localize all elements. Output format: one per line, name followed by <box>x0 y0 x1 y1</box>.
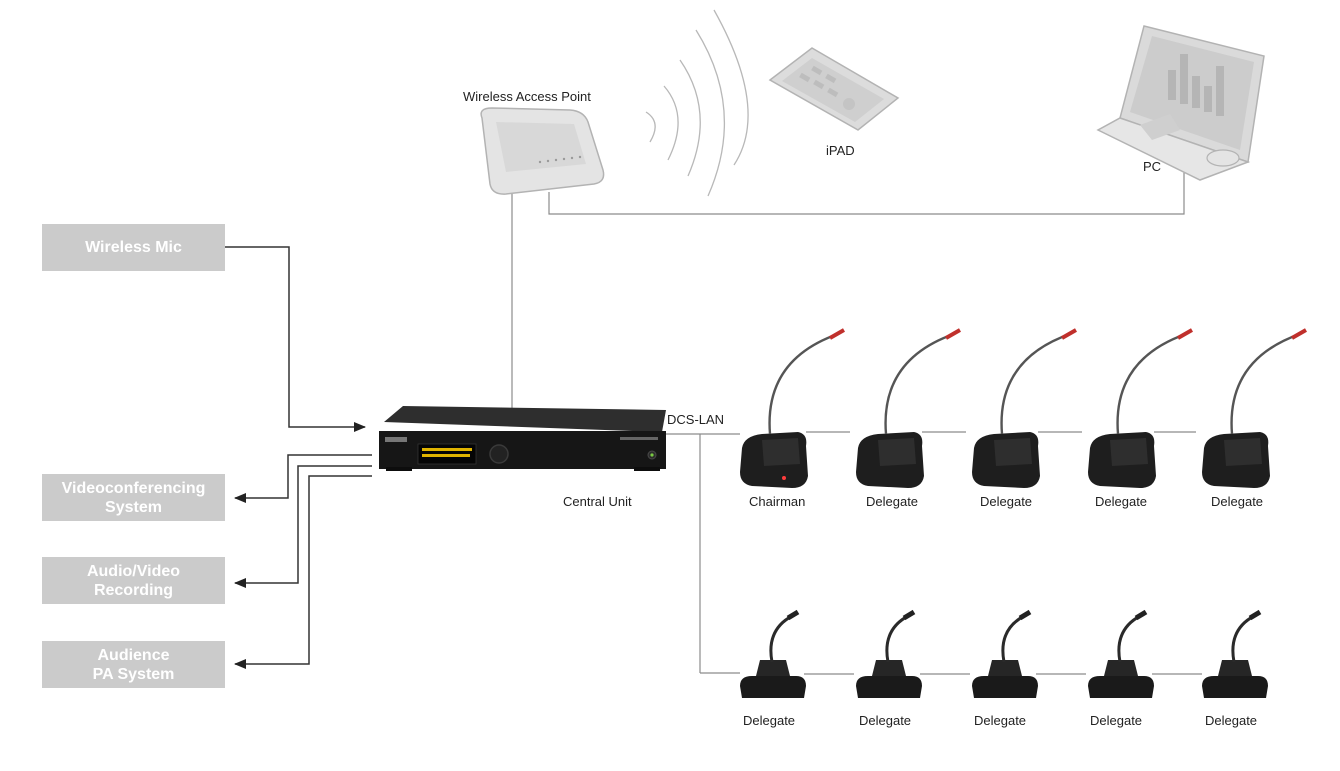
videoconferencing-label-line2: System <box>105 498 162 516</box>
delegate-microphone-icon <box>972 609 1038 698</box>
audience-pa-label-line1: Audience <box>97 646 170 664</box>
delegate-unit-icon <box>856 328 961 488</box>
connection-lines <box>225 246 372 669</box>
delegate-label: Delegate <box>980 494 1033 509</box>
wireless-mic-label: Wireless Mic <box>85 239 182 256</box>
delegate-label: Delegate <box>1205 713 1258 728</box>
delegate-label: Delegate <box>1095 494 1148 509</box>
audience-pa-connection <box>234 475 372 669</box>
wireless-access-point-icon <box>480 107 605 195</box>
wireless-mic-connection <box>225 246 366 432</box>
wireless-signal-icon <box>645 9 749 197</box>
delegate-label: Delegate <box>974 713 1027 728</box>
network-lines <box>511 172 1202 675</box>
delegate-microphone-icon <box>1088 609 1154 698</box>
av-recording-box: Audio/Video Recording <box>42 557 225 604</box>
delegate-label: Delegate <box>866 494 919 509</box>
av-recording-connection <box>234 465 372 588</box>
delegate-microphone-icon <box>740 609 806 698</box>
delegate-label: Delegate <box>859 713 912 728</box>
delegate-unit-icon <box>972 328 1077 488</box>
delegate-unit-icon <box>1088 328 1193 488</box>
wireless-access-point-label: Wireless Access Point <box>463 89 591 104</box>
pc-laptop-icon <box>1096 25 1265 181</box>
ipad-icon <box>768 47 900 131</box>
delegate-label: Delegate <box>1211 494 1264 509</box>
audience-pa-label-line2: PA System <box>92 665 175 683</box>
av-recording-label-line1: Audio/Video <box>86 562 181 580</box>
delegate-microphone-icon <box>1202 609 1268 698</box>
audience-pa-box: Audience PA System <box>42 641 225 688</box>
chairman-label: Chairman <box>749 494 806 509</box>
dcs-lan-label: DCS-LAN <box>667 412 725 427</box>
ipad-label: iPAD <box>826 143 855 158</box>
videoconferencing-connection <box>234 454 372 503</box>
delegate-unit-icon <box>1202 328 1307 488</box>
av-recording-label-line2: Recording <box>93 581 174 599</box>
delegate-label: Delegate <box>743 713 796 728</box>
delegate-label: Delegate <box>1090 713 1143 728</box>
central-unit-label: Central Unit <box>563 494 632 509</box>
videoconferencing-label-line1: Videoconferencing <box>61 479 206 497</box>
central-unit-device <box>379 406 666 471</box>
chairman-unit-icon <box>740 328 845 488</box>
videoconferencing-box: Videoconferencing System <box>42 474 225 521</box>
wireless-mic-box: Wireless Mic <box>42 224 225 271</box>
delegate-microphone-icon <box>856 609 922 698</box>
pc-label: PC <box>1143 159 1162 174</box>
